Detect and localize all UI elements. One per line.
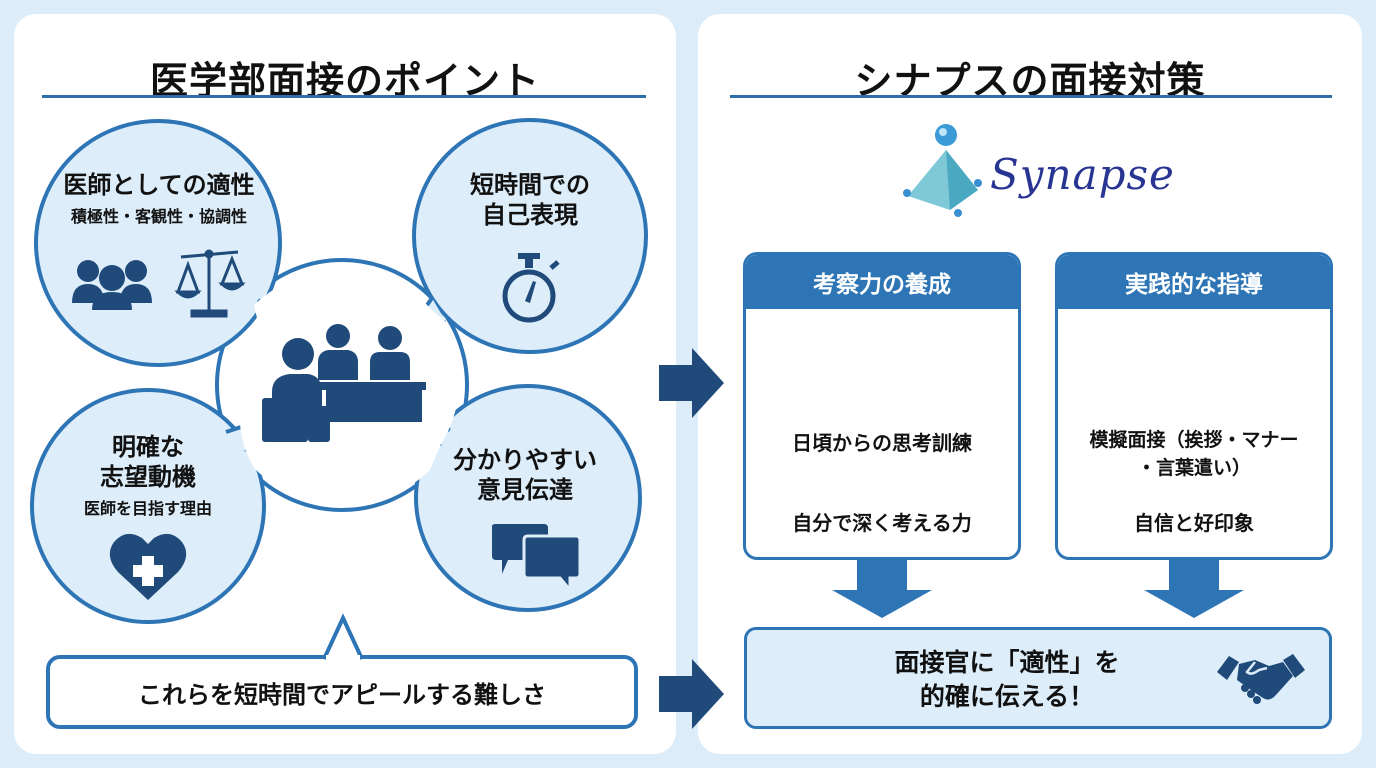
left-panel: 医学部面接のポイント	[14, 14, 676, 754]
result-text: 面接官に「適性」を 的確に伝える！	[857, 646, 1157, 714]
card-thinking-line2: 自分で深く考える力	[792, 511, 972, 535]
bubble-communication-text: 分かりやすい 意見伝達	[420, 445, 630, 505]
bubble-aptitude-text: 医師としての適性 積極性・客観性・協調性	[34, 170, 284, 228]
result-line1: 面接官に「適性」を	[894, 648, 1120, 677]
bubble-aptitude-title: 医師としての適性	[63, 171, 255, 199]
handshake-icon	[1217, 654, 1305, 704]
card-thinking: 考察力の養成 日頃からの思考訓練 自分で深く考える力	[743, 252, 1021, 560]
bubble-motivation-title-2: 志望動機	[100, 463, 196, 491]
bubble-communication-title-2: 意見伝達	[477, 476, 573, 504]
bubble-motivation-title-1: 明確な	[112, 433, 184, 461]
result-line2: 的確に伝える！	[919, 682, 1095, 711]
bubble-motivation-text: 明確な 志望動機 医師を目指す理由	[48, 432, 248, 520]
card-practice-line2: 自信と好印象	[1134, 511, 1254, 535]
bubble-self-expression-title-1: 短時間での	[470, 171, 590, 199]
card-thinking-line1: 日頃からの思考訓練	[792, 431, 972, 455]
card-practice-line1a: 模擬面接（挨拶・マナー	[1089, 429, 1299, 451]
result-box: 面接官に「適性」を 的確に伝える！	[744, 627, 1332, 729]
bubble-aptitude-subtitle: 積極性・客観性・協調性	[70, 207, 247, 226]
synapse-logo-text: Synapse	[990, 150, 1175, 199]
bubble-self-expression-title-2: 自己表現	[482, 201, 578, 229]
card-practice-header: 実践的な指導	[1058, 255, 1330, 309]
bubble-motivation-subtitle: 医師を目指す理由	[83, 499, 212, 518]
card-thinking-header: 考察力の養成	[746, 255, 1018, 309]
title-divider	[42, 95, 646, 98]
card-practice-line1b: ・言葉遣い）	[1136, 457, 1251, 479]
callout-text: これらを短時間でアピールする難しさ	[138, 680, 546, 709]
card-practice: 実践的な指導 模擬面接（挨拶・マナー ・言葉遣い） 自信と好印象	[1055, 252, 1333, 560]
bubble-communication-title-1: 分かりやすい	[453, 446, 597, 474]
title-divider	[730, 95, 1332, 98]
bubble-self-expression-text: 短時間での 自己表現	[430, 170, 630, 230]
